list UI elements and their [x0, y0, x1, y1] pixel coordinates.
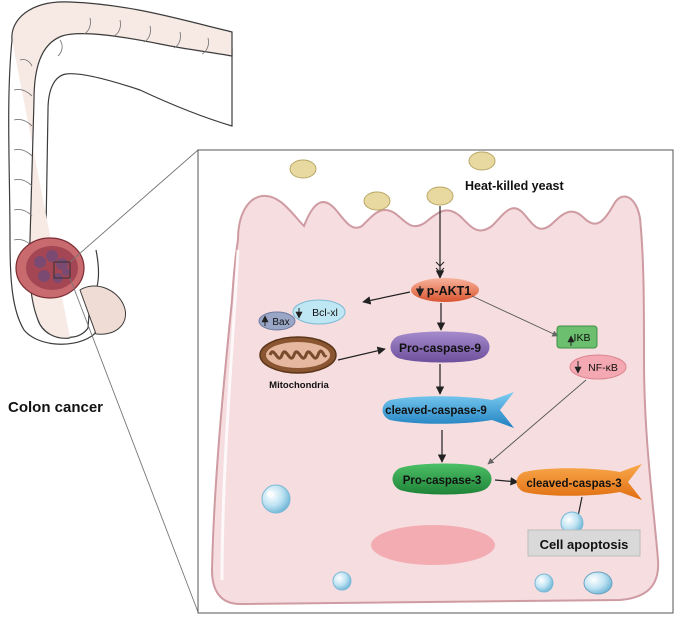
nfkb-node — [569, 354, 627, 380]
mito-label: Mitochondria — [269, 380, 329, 391]
zoom-line-top — [69, 149, 199, 263]
bax-label: Bax — [272, 317, 289, 328]
arrow-mito-procasp9 — [337, 346, 386, 361]
apoptosis-label: Cell apoptosis — [540, 537, 629, 552]
zoom-line-bottom — [69, 277, 199, 613]
yeast-particles — [289, 151, 496, 211]
akt-node — [411, 278, 479, 302]
stimulus-label: Heat-killed yeast — [465, 179, 564, 193]
procasp9-node — [390, 331, 490, 363]
procasp3-label: Pro-caspase-3 — [403, 475, 482, 487]
bclxl-node — [292, 299, 346, 325]
arrow-procasp3-cleaved3 — [494, 477, 519, 486]
bclxl-label: Bcl-xl — [312, 307, 338, 319]
vesicles — [261, 484, 613, 595]
cleavedcasp3-node — [516, 464, 642, 500]
arrow-akt-mito — [362, 291, 411, 305]
nucleus — [371, 525, 495, 565]
cleavedcasp9-node — [382, 392, 514, 428]
organ-label: Colon cancer — [8, 399, 103, 416]
mitochondria-icon — [259, 336, 337, 374]
akt-label: p-AKT1 — [427, 284, 471, 298]
arrow-nfkb-procasp3 — [487, 379, 587, 465]
apoptosis-box — [527, 529, 641, 557]
ikb-label: IKB — [574, 332, 591, 344]
arrow-akt-ikb — [471, 295, 559, 337]
cleavedcasp9-label: cleaved-caspase-9 — [385, 405, 487, 417]
procasp9-label: Pro-caspase-9 — [399, 341, 481, 355]
ikb-node — [556, 325, 598, 349]
cleavedcasp3-label: cleaved-caspas-3 — [526, 478, 621, 490]
procasp3-node — [392, 463, 492, 495]
colon-illustration — [8, 1, 233, 345]
nfkb-label: NF-κB — [588, 362, 618, 374]
